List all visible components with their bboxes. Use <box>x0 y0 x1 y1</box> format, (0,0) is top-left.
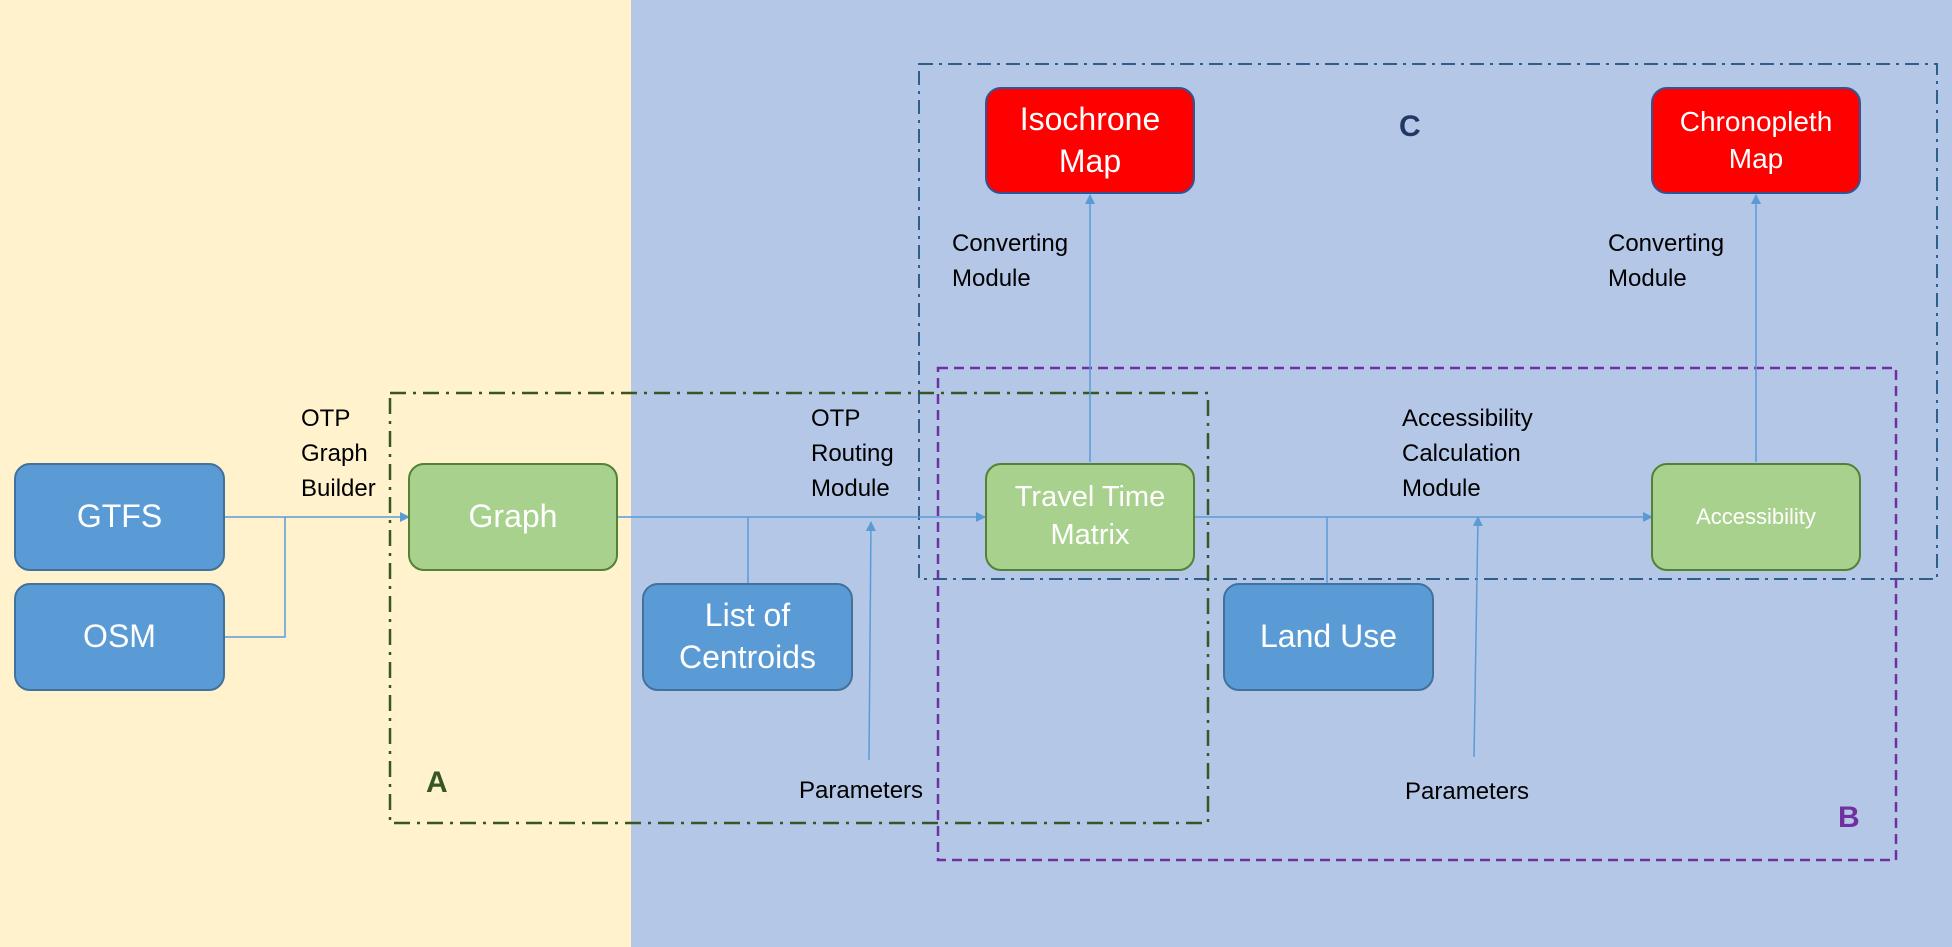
osm-box: OSM <box>14 583 225 691</box>
zone-b-boundary <box>936 366 1898 862</box>
zone-a-label: A <box>426 766 448 799</box>
converting-module-right-label: Converting Module <box>1608 230 1725 292</box>
centroids-box: List of Centroids <box>642 583 853 691</box>
land-use-box: Land Use <box>1223 583 1434 691</box>
chronopleth-map-box: Chronopleth Map <box>1651 87 1861 194</box>
otp-routing-module-label: OTP Routing Module <box>811 405 894 502</box>
parameters-left-label: Parameters <box>799 777 924 804</box>
zone-b-label: B <box>1838 801 1860 834</box>
zone-c-boundary <box>918 63 1938 580</box>
graph-box: Graph <box>408 463 618 571</box>
accessibility-box: Accessibility <box>1651 463 1861 571</box>
zone-c-label: C <box>1399 110 1421 143</box>
otp-graph-builder-label: OTP Graph Builder <box>301 405 376 502</box>
isochrone-map-box: Isochrone Map <box>985 87 1195 194</box>
zone-a-boundary <box>388 391 1210 825</box>
accessibility-calculation-module-label: Accessibility Calculation Module <box>1402 405 1533 502</box>
converting-module-left-label: Converting Module <box>952 230 1069 292</box>
gtfs-box: GTFS <box>14 463 225 571</box>
parameters-right-label: Parameters <box>1405 778 1530 805</box>
osm-connector <box>225 517 286 638</box>
travel-time-matrix-box: Travel Time Matrix <box>985 463 1195 571</box>
parameters-left-arrow <box>865 521 876 761</box>
parameters-right-arrow <box>1472 516 1483 758</box>
